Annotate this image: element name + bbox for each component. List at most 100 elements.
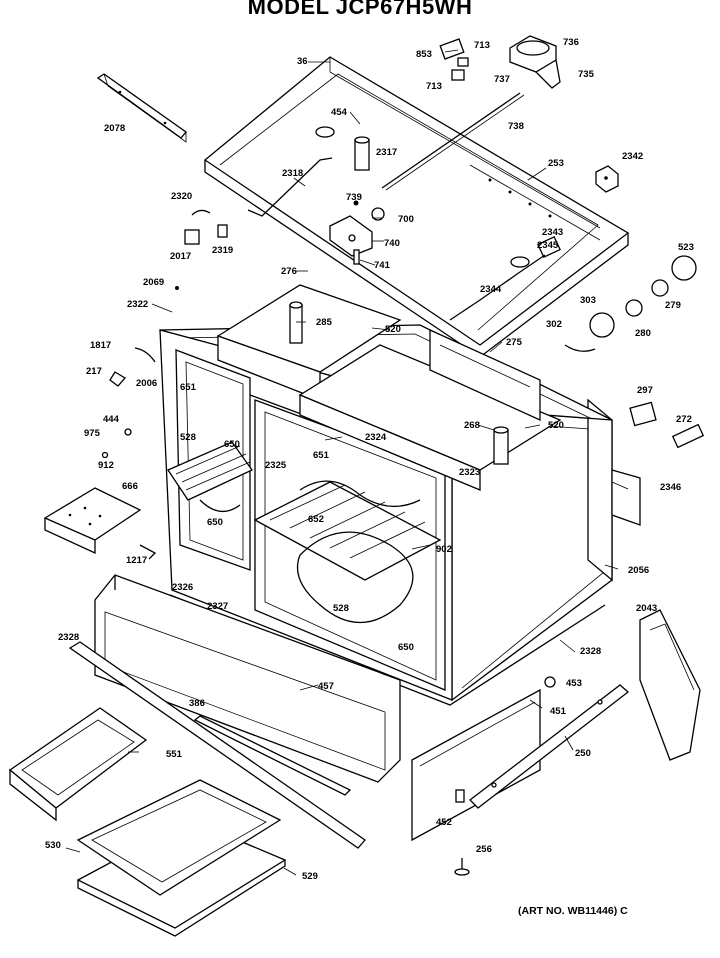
leveling-leg xyxy=(454,858,470,876)
callout-386: 386 xyxy=(189,698,205,709)
callout-452: 452 xyxy=(436,817,452,828)
callout-1217: 1217 xyxy=(126,555,147,566)
socket-279 xyxy=(651,279,669,297)
callout-2317: 2317 xyxy=(376,147,397,158)
callout-520: 520 xyxy=(385,324,401,335)
clip-302 xyxy=(564,344,596,352)
callout-2324: 2324 xyxy=(365,432,387,443)
callout-457: 457 xyxy=(318,681,334,692)
callout-975: 975 xyxy=(84,428,101,439)
callout-268: 268 xyxy=(464,420,480,431)
callout-713: 713 xyxy=(474,40,490,51)
small-screws-left xyxy=(101,347,156,459)
callout-853: 853 xyxy=(416,49,432,60)
part-452 xyxy=(455,789,465,803)
callout-272: 272 xyxy=(676,414,692,425)
callout-36: 36 xyxy=(297,56,308,67)
callout-297: 297 xyxy=(637,385,653,396)
callout-302: 302 xyxy=(546,319,562,330)
callout-256: 256 xyxy=(476,844,492,855)
callout-529: 529 xyxy=(302,871,318,882)
rail-250 xyxy=(469,684,630,809)
callout-651: 651 xyxy=(313,450,330,461)
diagram-title: MODEL JCP67H5WH xyxy=(247,0,473,19)
callout-651: 651 xyxy=(180,382,197,393)
callout-2017: 2017 xyxy=(170,251,191,262)
oven-cover-285 xyxy=(216,284,402,401)
element-528 xyxy=(296,531,414,624)
oven-cover-268 xyxy=(298,344,562,491)
callout-736: 736 xyxy=(563,37,579,48)
callout-739: 739 xyxy=(346,192,362,203)
callout-2319: 2319 xyxy=(212,245,233,256)
callout-253: 253 xyxy=(548,158,564,169)
art-number: (ART NO. WB11446) C xyxy=(518,905,628,917)
callout-2346: 2346 xyxy=(660,482,681,493)
callout-520: 520 xyxy=(548,420,564,431)
callout-1817: 1817 xyxy=(90,340,111,351)
callout-700: 700 xyxy=(398,214,414,225)
knob-523 xyxy=(671,255,697,281)
drawer-body xyxy=(411,688,541,842)
callout-912: 912 xyxy=(98,460,114,471)
side-bracket xyxy=(96,73,187,143)
callout-740: 740 xyxy=(384,238,400,249)
element-651 xyxy=(299,480,421,508)
callout-250: 250 xyxy=(575,748,591,759)
callout-2006: 2006 xyxy=(136,378,157,389)
bulb-280 xyxy=(625,299,643,317)
callout-454: 454 xyxy=(331,107,348,118)
lens-303 xyxy=(589,312,615,338)
callout-737: 737 xyxy=(494,74,510,85)
part-297 xyxy=(629,401,657,427)
callout-902: 902 xyxy=(436,544,452,555)
callout-275: 275 xyxy=(506,337,523,348)
callout-2342: 2342 xyxy=(622,151,643,162)
callout-444: 444 xyxy=(103,414,120,425)
callout-303: 303 xyxy=(580,295,596,306)
vent-275 xyxy=(429,328,541,422)
drawer-front xyxy=(94,574,401,783)
callout-713: 713 xyxy=(426,81,442,92)
part-272 xyxy=(671,423,705,449)
plate-666 xyxy=(43,487,142,555)
callout-453: 453 xyxy=(566,678,582,689)
strip-2328 xyxy=(68,641,366,849)
callout-280: 280 xyxy=(635,328,651,339)
callout-217: 217 xyxy=(86,366,102,377)
callout-2328: 2328 xyxy=(580,646,601,657)
callout-650: 650 xyxy=(224,439,240,450)
callout-652: 652 xyxy=(308,514,324,525)
rack-right xyxy=(253,481,442,581)
callout-2326: 2326 xyxy=(172,582,193,593)
callout-666: 666 xyxy=(122,481,138,492)
broil-grid-530 xyxy=(76,779,282,896)
bracket-2346 xyxy=(611,469,641,526)
part-2318 xyxy=(247,157,333,217)
leader-lines xyxy=(65,49,629,876)
callout-2327: 2327 xyxy=(207,601,228,612)
callout-2320: 2320 xyxy=(171,191,192,202)
callout-735: 735 xyxy=(578,69,595,80)
callout-523: 523 xyxy=(678,242,694,253)
trim-386 xyxy=(193,715,352,796)
callout-2322: 2322 xyxy=(127,299,148,310)
rack-left xyxy=(167,441,253,512)
callout-2318: 2318 xyxy=(282,168,303,179)
part-1217 xyxy=(139,544,157,560)
callout-650: 650 xyxy=(398,642,414,653)
part-2342 xyxy=(595,165,619,193)
small-parts-left xyxy=(175,209,228,290)
broil-pan-551 xyxy=(8,707,148,822)
callout-2056: 2056 xyxy=(628,565,649,576)
rod xyxy=(381,92,521,189)
callout-451: 451 xyxy=(550,706,567,717)
switch-2343 xyxy=(449,235,561,321)
callout-2323: 2323 xyxy=(459,467,480,478)
callout-2328: 2328 xyxy=(58,632,79,643)
callout-2325: 2325 xyxy=(265,460,287,471)
callout-276: 276 xyxy=(281,266,297,277)
callout-279: 279 xyxy=(665,300,681,311)
